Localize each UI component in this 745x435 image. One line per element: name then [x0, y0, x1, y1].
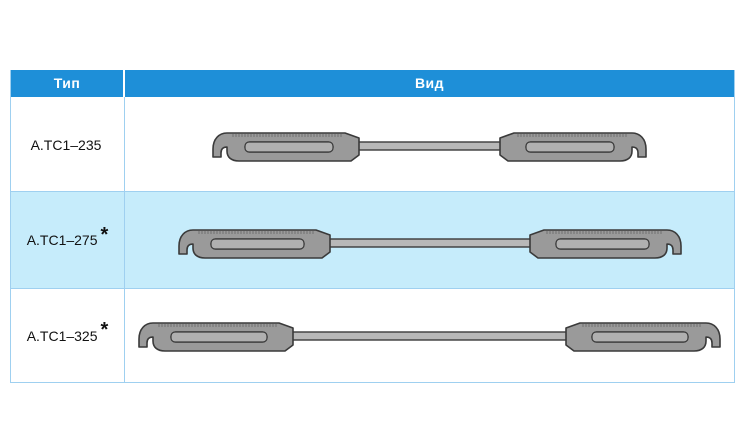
product-table: Тип Вид A.TC1–235 A.TC1–275 * A.TC1–325 …: [10, 70, 735, 383]
tie-rod: [324, 238, 536, 248]
view-cell: [125, 289, 734, 382]
type-cell: A.TC1–325 *: [11, 289, 125, 382]
table-row: A.TC1–275 *: [11, 192, 734, 288]
row-divider: [11, 191, 734, 192]
view-cell: [125, 97, 734, 192]
rod-in-right-slot: [591, 331, 689, 343]
tie-drawing: [178, 229, 682, 259]
tie-rod: [289, 331, 571, 341]
tie-rod: [354, 141, 506, 151]
type-label: A.TC1–235: [30, 136, 102, 153]
type-cell: A.TC1–275 *: [11, 192, 125, 288]
row-divider: [11, 288, 734, 289]
type-label: A.TC1–325: [26, 327, 98, 344]
table-row: A.TC1–235: [11, 97, 734, 192]
rod-in-left-slot: [244, 141, 334, 153]
tie-drawing: [138, 322, 721, 352]
header-type: Тип: [11, 70, 125, 97]
view-cell: [125, 192, 734, 288]
rod-in-left-slot: [170, 331, 268, 343]
type-cell: A.TC1–235: [11, 97, 125, 192]
rod-in-right-slot: [525, 141, 615, 153]
rod-in-right-slot: [555, 238, 650, 250]
table-row: A.TC1–325 *: [11, 289, 734, 382]
table-header: Тип Вид: [11, 70, 734, 97]
tie-drawing: [212, 132, 647, 162]
rod-in-left-slot: [210, 238, 305, 250]
header-view: Вид: [414, 75, 445, 91]
type-label: A.TC1–275: [26, 232, 98, 248]
availability-star: *: [100, 223, 109, 246]
availability-star: *: [100, 319, 109, 341]
